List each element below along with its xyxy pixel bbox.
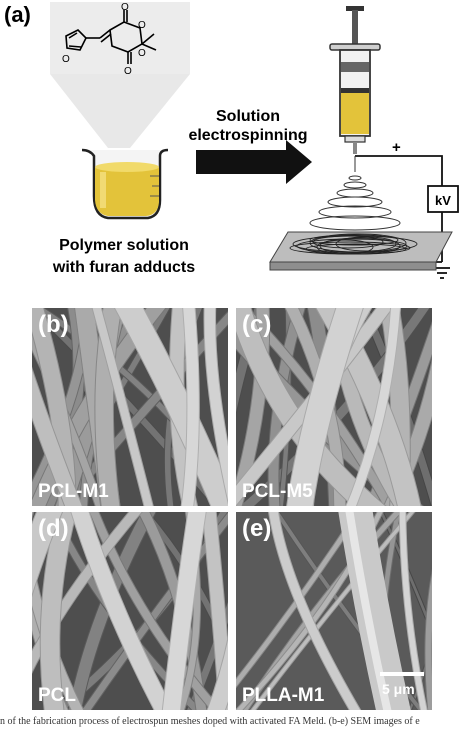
fiber-texture [236, 308, 432, 506]
panel-d-label: (d) [38, 515, 69, 542]
fiber [95, 308, 122, 506]
fiber [240, 308, 430, 506]
atom-o-top: O [121, 2, 129, 13]
fiber [425, 574, 432, 710]
fiber [346, 308, 400, 506]
fiber [287, 308, 363, 506]
step-label-line2: electrospinning [188, 127, 307, 144]
panel-b-label: (b) [38, 311, 69, 338]
atom-o-right-bottom: O [138, 48, 146, 59]
large-fiber-highlight [345, 512, 392, 710]
sample-label-plla-m1: PLLA-M1 [242, 685, 325, 706]
solution-label-line1: Polymer solution [59, 237, 189, 254]
furan-adduct-molecule [65, 10, 157, 64]
fabrication-schematic: (a) O O O O O [4, 2, 459, 279]
fiber [42, 308, 85, 506]
voltage-source-box [427, 185, 459, 213]
plus-sign: + [392, 139, 401, 156]
sample-label-pcl-m5: PCL-M5 [242, 481, 313, 502]
sem-image-pcl: (d) PCL [32, 512, 228, 710]
beaker [81, 148, 169, 220]
fiber [89, 512, 222, 710]
electrospinning-jet [309, 156, 401, 231]
panel-c-label: (c) [242, 311, 272, 338]
scale-bar [380, 672, 424, 676]
sample-label-pcl-m1: PCL-M1 [38, 481, 109, 502]
panel-e-label: (e) [242, 515, 272, 542]
fiber [40, 512, 77, 710]
atom-o-bottom: O [124, 66, 132, 77]
fiber [408, 641, 432, 710]
sample-label-pcl: PCL [38, 685, 76, 706]
fiber [82, 512, 228, 710]
fiber [181, 308, 199, 506]
fiber-texture [32, 512, 228, 710]
fiber [274, 512, 424, 710]
syringe [329, 6, 381, 154]
atom-o-furan: O [62, 54, 70, 65]
voltage-label: kV [435, 193, 451, 208]
fiber [204, 308, 228, 501]
figure-caption: n of the fabrication process of electros… [0, 716, 420, 727]
solution-label-line2: with furan adducts [52, 259, 195, 276]
fiber [32, 369, 82, 506]
fiber [269, 512, 361, 710]
fiber-texture [32, 308, 228, 506]
fiber [399, 512, 427, 710]
fiber [33, 308, 228, 494]
fiber [32, 512, 62, 595]
sem-image-pcl-m5: (c) PCL-M5 [236, 308, 432, 506]
panel-a-label: (a) [4, 2, 31, 27]
fiber-texture [236, 512, 432, 710]
sem-image-pcl-m1: (b) PCL-M1 [32, 308, 228, 506]
fiber-mat [289, 233, 418, 255]
fiber [207, 640, 228, 710]
fiber [162, 512, 206, 710]
step-label-line1: Solution [216, 108, 280, 125]
atom-o-right-top: O [138, 20, 146, 31]
molecule-box [50, 2, 190, 74]
large-fiber [338, 512, 411, 710]
fiber [92, 308, 153, 506]
sem-image-plla-m1: (e) PLLA-M1 5 μm [236, 512, 432, 710]
fiber [236, 512, 383, 710]
scale-bar-label: 5 μm [382, 681, 415, 697]
process-arrow [196, 140, 312, 184]
fiber [71, 512, 174, 710]
fiber [115, 308, 228, 506]
fiber [32, 559, 84, 710]
